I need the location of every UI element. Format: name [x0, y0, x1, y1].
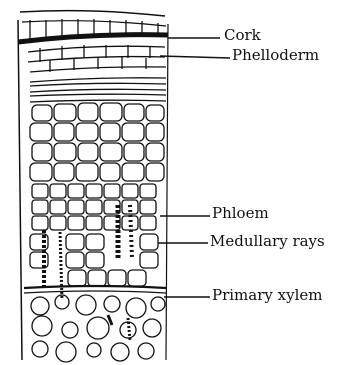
cork-layer — [18, 19, 168, 42]
phelloderm-leader-line — [160, 56, 230, 58]
tissue-section — [18, 11, 168, 362]
phelloderm-layer — [28, 45, 166, 102]
leader-lines — [158, 38, 230, 297]
phloem-cells — [32, 184, 156, 230]
cortex-cells — [30, 103, 164, 181]
label-phloem: Phloem — [212, 204, 269, 222]
label-cork: Cork — [224, 26, 262, 44]
xylem-vessels — [31, 295, 165, 362]
label-phelloderm: Phelloderm — [232, 46, 319, 64]
label-primary-xylem: Primary xylem — [212, 286, 322, 304]
label-medullary-rays: Medullary rays — [210, 232, 325, 250]
lower-cells — [30, 234, 158, 286]
